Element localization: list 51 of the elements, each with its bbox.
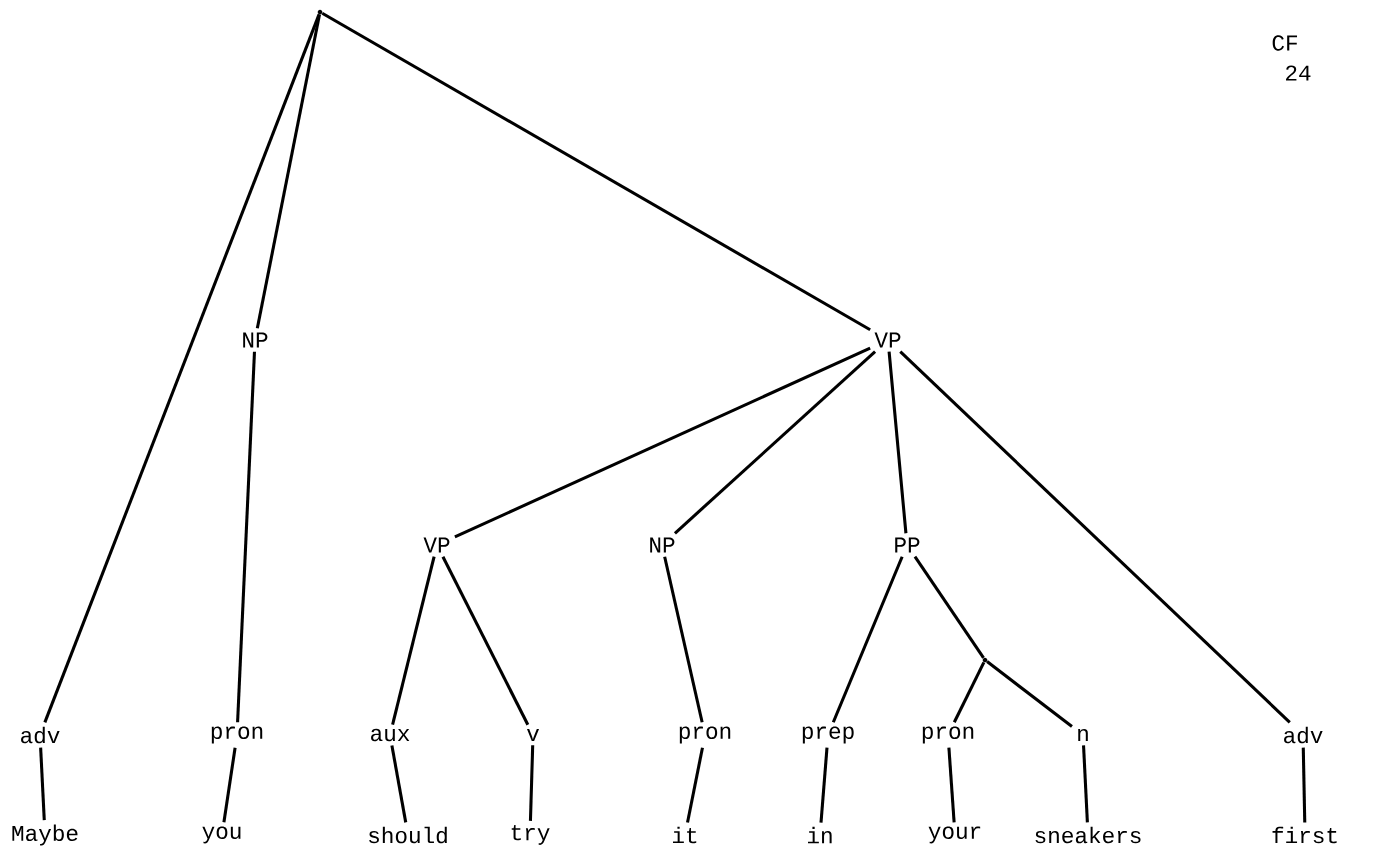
tree-branch [528,745,535,821]
category-label: prep [802,726,854,744]
tree-branch [236,351,256,723]
word: your [928,826,981,844]
tree-branch [39,747,46,821]
category-label: adv [21,726,60,744]
phrase-label: NP [650,537,675,553]
category-label: v [527,729,540,741]
word: it [673,826,697,844]
tree-branch [43,13,321,723]
tree-branch [686,747,704,823]
word: first [1272,826,1337,844]
tree-branch [1301,747,1307,823]
tree-branch [391,556,436,725]
tree-branch [831,556,904,723]
phrase-label: NP [243,332,268,348]
category-label: aux [371,728,410,742]
category-label: pron [679,726,731,744]
phrase-label: VP [423,537,450,553]
word: sneakers [1035,826,1141,844]
phrase-label: VP [874,332,901,348]
tree-branch [899,350,1291,724]
phrase-label: PP [895,537,920,553]
branch-point [982,657,988,663]
word: you [202,826,241,844]
page-mark: CF [1272,35,1297,51]
category-label: n [1078,728,1088,742]
category-label: pron [922,726,974,744]
tree-branch [321,11,871,332]
tree-branch [1082,745,1089,823]
tree-branch [913,555,985,659]
tree-branch [390,745,408,823]
tree-branch [222,747,237,823]
branch-point [317,9,323,15]
tree-branch [673,350,877,535]
tree-branch [947,747,956,823]
word: Maybe [12,824,78,846]
page-mark: 24 [1286,65,1311,81]
category-label: pron [211,726,263,744]
tree-branch [887,351,908,534]
tree-branch [454,346,871,539]
tree-branch [663,556,704,723]
tree-branch [819,747,829,823]
word: should [369,826,447,844]
tree-branch [255,14,321,329]
word: in [808,826,832,844]
tree-branch [441,556,530,726]
tree-branch [952,661,986,723]
word: try [511,825,550,845]
category-label: adv [1284,726,1323,744]
tree-branch [986,660,1073,728]
